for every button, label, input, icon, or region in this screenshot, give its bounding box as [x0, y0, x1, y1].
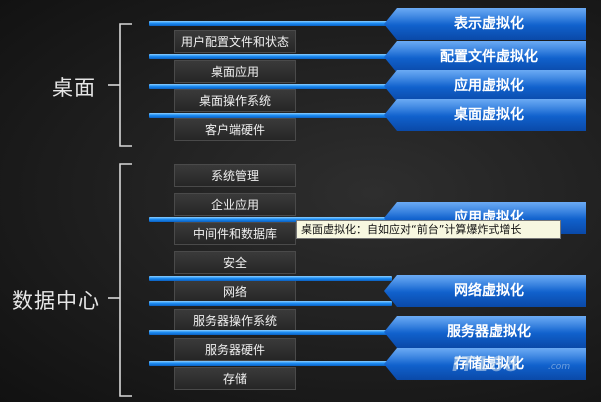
tag-label: 服务器虚拟化: [447, 324, 531, 340]
watermark-suffix: .com: [548, 362, 571, 372]
tag-network-virtualization: 网络虚拟化: [384, 275, 586, 307]
connector-line: [149, 54, 392, 59]
layer-system-management: 系统管理: [174, 164, 296, 187]
tag-desktop-virtualization: 桌面虚拟化: [384, 99, 586, 131]
layer-enterprise-apps: 企业应用: [174, 193, 296, 216]
tag-label: 存储虚拟化: [454, 356, 524, 372]
tag-label: 配置文件虚拟化: [440, 49, 538, 65]
tag-profile-virtualization: 配置文件虚拟化: [384, 41, 586, 73]
watermark-logo: IT168: [452, 352, 520, 376]
tag-label: 桌面虚拟化: [454, 107, 524, 123]
tag-application-virtualization: 应用虚拟化: [384, 70, 586, 102]
tag-label: 表示虚拟化: [454, 16, 524, 32]
connector-line: [149, 21, 392, 26]
datacenter-bracket: [119, 163, 132, 397]
layer-desktop-os: 桌面操作系统: [174, 89, 296, 112]
tag-label: 网络虚拟化: [454, 283, 524, 299]
connector-line: [149, 301, 392, 306]
layer-security: 安全: [174, 251, 296, 274]
connector-line: [149, 330, 392, 335]
layer-storage: 存储: [174, 367, 296, 390]
layer-client-hardware: 客户端硬件: [174, 118, 296, 141]
datacenter-group-label: 数据中心: [12, 289, 100, 313]
tag-storage-virtualization: 存储虚拟化: [384, 348, 586, 380]
tag-presentation-virtualization: 表示虚拟化: [384, 8, 586, 40]
layer-user-profile: 用户配置文件和状态: [174, 30, 296, 53]
connector-line: [149, 361, 392, 366]
desktop-bracket: [119, 23, 132, 147]
connector-line: [149, 217, 392, 222]
tag-label: 应用虚拟化: [454, 78, 524, 94]
layer-middleware-db: 中间件和数据库: [174, 222, 296, 245]
layer-desktop-apps: 桌面应用: [174, 60, 296, 83]
desktop-group-label: 桌面: [52, 76, 96, 100]
layer-network: 网络: [174, 280, 296, 303]
layer-server-os: 服务器操作系统: [174, 309, 296, 332]
tag-server-virtualization: 服务器虚拟化: [384, 316, 586, 348]
connector-line: [149, 84, 392, 89]
connector-line: [149, 276, 392, 281]
connector-line: [149, 113, 392, 118]
layer-server-hardware: 服务器硬件: [174, 338, 296, 361]
tooltip: 桌面虚拟化：自如应对“前台”计算爆炸式增长: [296, 220, 561, 239]
